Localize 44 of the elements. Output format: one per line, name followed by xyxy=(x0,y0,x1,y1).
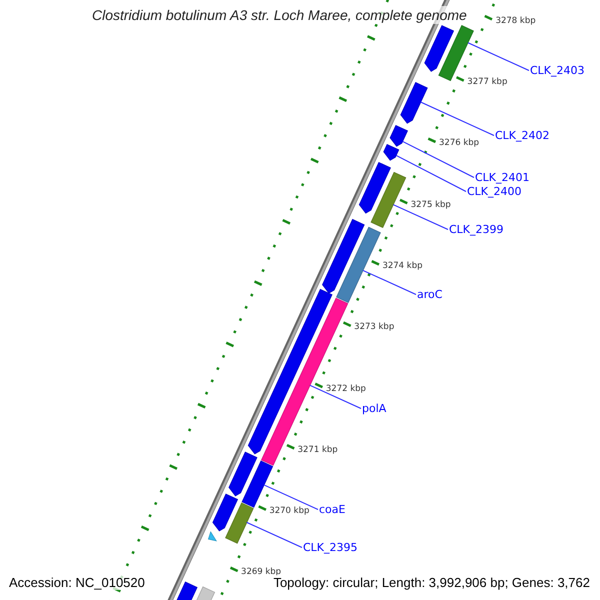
scale-label: 3277 kbp xyxy=(467,77,508,88)
scale-label: 3276 kbp xyxy=(439,138,480,148)
gene-label: polA xyxy=(362,402,386,415)
gene-bar xyxy=(370,172,406,228)
gene-label: CLK_2403 xyxy=(530,64,585,77)
leader-line xyxy=(309,384,362,409)
scale-label: 3269 kbp xyxy=(241,567,282,578)
scale-label: 3278 kbp xyxy=(496,16,536,26)
scale-label: 3275 kbp xyxy=(410,200,451,210)
gene-bar xyxy=(383,144,400,161)
leader-line xyxy=(362,270,416,295)
leader-line xyxy=(402,140,474,178)
scale-label: 3270 kbp xyxy=(269,506,310,516)
gene-bar xyxy=(424,25,454,72)
gene-bar xyxy=(228,452,258,496)
scale-label: 3271 kbp xyxy=(298,444,338,455)
gene-bar xyxy=(400,82,428,124)
gene-bar xyxy=(322,218,365,294)
gene-label: CLK_2399 xyxy=(449,223,504,236)
gene-label: CLK_2400 xyxy=(467,185,522,198)
gene-bar xyxy=(336,226,381,303)
leader-line xyxy=(263,484,318,510)
gene-bar xyxy=(212,494,238,532)
gene-label: CLK_2401 xyxy=(475,171,530,184)
leader-line xyxy=(246,522,302,548)
gene-label: CLK_2402 xyxy=(495,129,550,142)
scale-label: 3274 kbp xyxy=(382,260,423,271)
leader-line xyxy=(420,102,494,136)
gene-label: CLK_2395 xyxy=(303,541,358,554)
gene-bar xyxy=(390,124,408,147)
gene-bar xyxy=(208,531,217,542)
accession-text: Accession: NC_010520 xyxy=(7,575,147,590)
scale-label: 3273 kbp xyxy=(354,322,394,332)
leader-line xyxy=(392,204,448,230)
gene-bar xyxy=(242,460,274,508)
leader-line xyxy=(396,154,466,192)
gene-bar xyxy=(358,162,391,214)
gene-label: aroC xyxy=(417,288,442,301)
scale-label: 3272 kbp xyxy=(326,384,366,394)
gene-bar xyxy=(261,298,348,466)
genome-info-text: Topology: circular; Length: 3,992,906 bp; Genes: 3,762 xyxy=(271,575,592,590)
gene-label: coaE xyxy=(319,503,346,516)
leader-line xyxy=(468,42,530,71)
gene-bar xyxy=(225,502,254,544)
